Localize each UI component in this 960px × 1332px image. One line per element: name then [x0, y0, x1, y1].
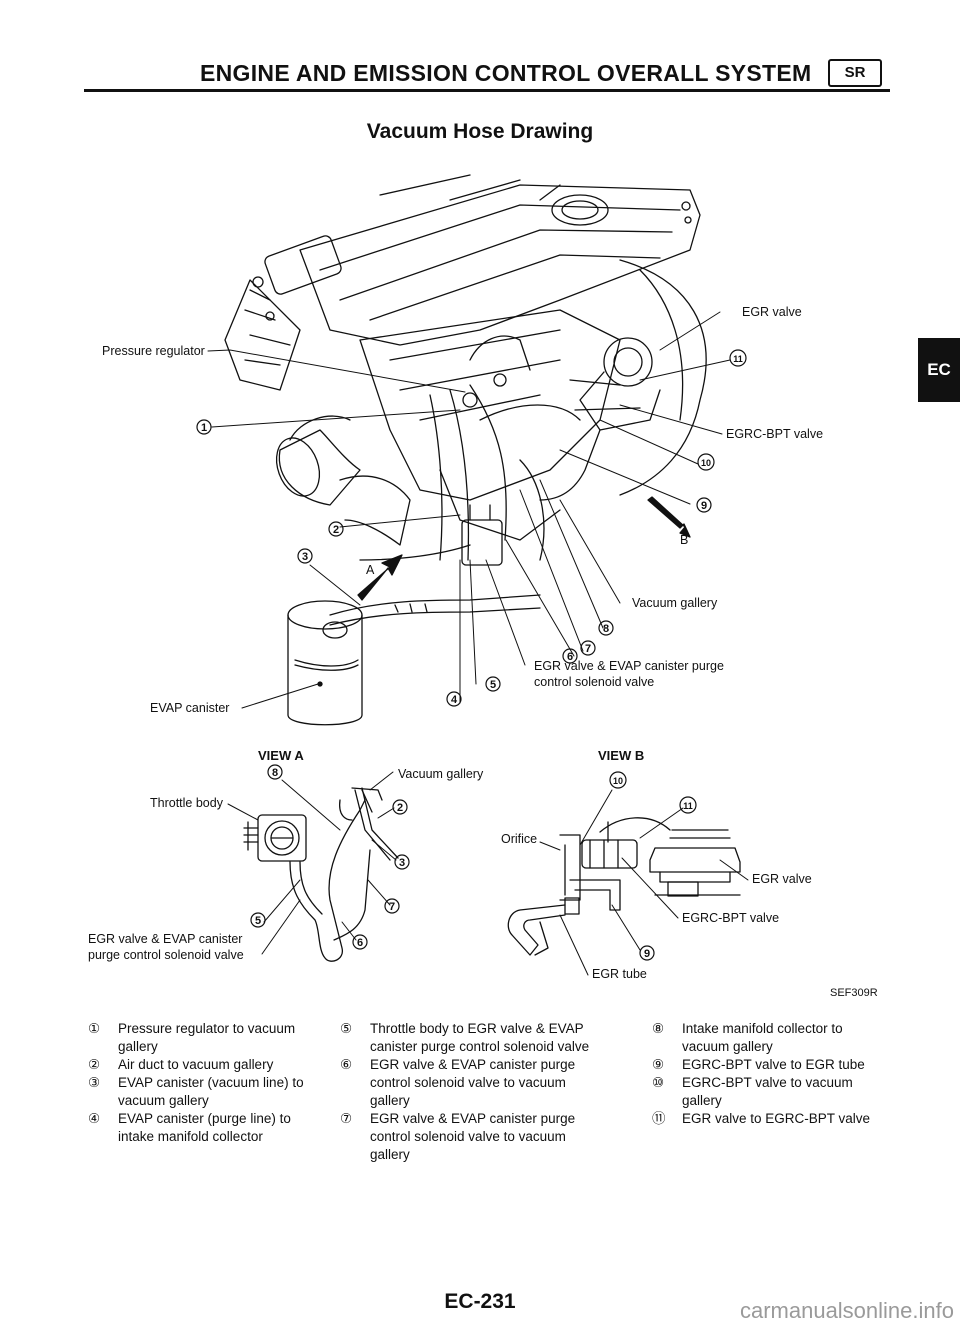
- vacuum-gallery-label: Vacuum gallery: [632, 596, 718, 610]
- svg-text:6: 6: [357, 937, 363, 949]
- orifice-label: Orifice: [501, 832, 537, 846]
- svg-text:7: 7: [585, 643, 591, 655]
- view-a-solenoid-label-1: EGR valve & EVAP canister: [88, 932, 242, 946]
- svg-text:6: 6: [567, 651, 573, 663]
- svg-text:2: 2: [397, 802, 403, 814]
- svg-text:10: 10: [701, 458, 711, 468]
- section-tab: EC: [918, 338, 960, 402]
- page-subtitle: Vacuum Hose Drawing: [366, 120, 594, 143]
- evap-canister-label: EVAP canister: [150, 701, 229, 715]
- svg-text:5: 5: [255, 915, 261, 927]
- main-callouts: 1 2 3 4 5 6 7 8 9 10 11: [196, 349, 747, 707]
- view-b-egr-valve-label: EGR valve: [752, 872, 812, 886]
- view-b-drawing: VIEW B Orifice EGR valve EGRC-BPT valve …: [501, 748, 878, 999]
- arrow-b-label: B: [680, 533, 688, 547]
- view-b-callouts: 10 11 9: [609, 771, 697, 961]
- egrc-bpt-valve-label: EGRC-BPT valve: [726, 427, 823, 441]
- view-a-arrow-icon: [357, 554, 403, 601]
- svg-text:11: 11: [683, 801, 693, 811]
- evap-canister-drawing: [287, 600, 363, 726]
- svg-text:10: 10: [613, 776, 623, 786]
- section-title: ENGINE AND EMISSION CONTROL OVERALL SYST…: [200, 60, 812, 86]
- page-number: EC-231: [444, 1290, 516, 1313]
- svg-text:9: 9: [644, 948, 650, 960]
- svg-text:8: 8: [272, 767, 278, 779]
- watermark: carmanualsonline.info: [739, 1298, 954, 1323]
- header-rule: [84, 89, 890, 92]
- engine-drawing: [224, 174, 707, 626]
- egr-solenoid-label-2: control solenoid valve: [534, 675, 654, 689]
- egr-valve-label: EGR valve: [742, 305, 802, 319]
- view-a-drawing: VIEW A Throttle body Vacuum gallery EGR …: [88, 748, 484, 962]
- leader-lines: [207, 311, 731, 709]
- engine-code-badge: SR: [828, 59, 882, 87]
- view-a-solenoid-label-2: purge control solenoid valve: [88, 948, 244, 962]
- view-b-title: VIEW B: [598, 748, 644, 763]
- egr-solenoid-label-1: EGR valve & EVAP canister purge: [534, 659, 724, 673]
- svg-text:5: 5: [490, 679, 496, 691]
- view-a-callouts: 8 2 3 7 6 5: [250, 764, 410, 950]
- svg-text:4: 4: [451, 694, 458, 706]
- svg-text:2: 2: [333, 524, 339, 536]
- view-b-arrow-icon: [647, 496, 691, 538]
- view-a-title: VIEW A: [258, 748, 304, 763]
- svg-text:8: 8: [603, 623, 609, 635]
- egr-tube-label: EGR tube: [592, 967, 647, 981]
- svg-text:11: 11: [733, 354, 743, 364]
- svg-text:9: 9: [701, 500, 707, 512]
- svg-text:1: 1: [201, 422, 207, 434]
- arrow-a-label: A: [366, 563, 375, 577]
- view-b-egrc-bpt-label: EGRC-BPT valve: [682, 911, 779, 925]
- svg-text:7: 7: [389, 901, 395, 913]
- figure-code: SEF309R: [830, 987, 878, 999]
- throttle-body-label: Throttle body: [150, 796, 224, 810]
- svg-text:3: 3: [399, 857, 405, 869]
- svg-text:3: 3: [302, 551, 308, 563]
- view-a-vacuum-gallery-label: Vacuum gallery: [398, 767, 484, 781]
- pressure-regulator-label: Pressure regulator: [102, 344, 205, 358]
